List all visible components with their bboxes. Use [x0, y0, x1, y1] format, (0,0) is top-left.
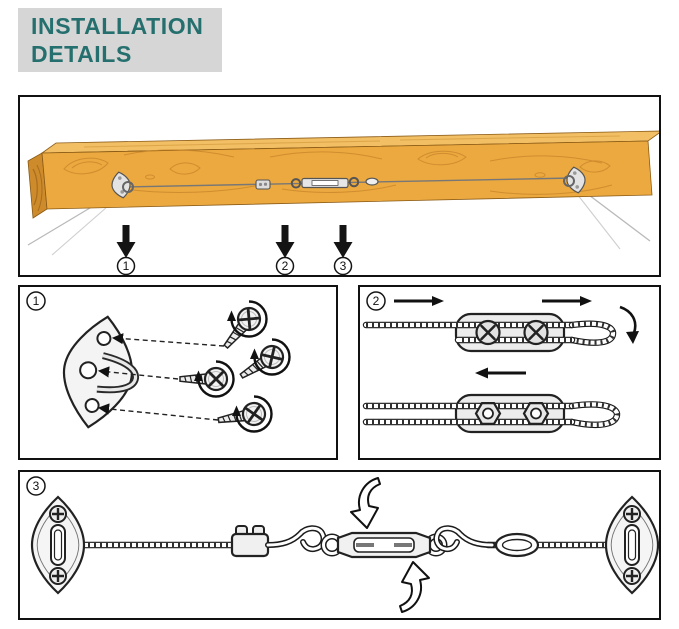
step-1-panel: 1 — [18, 285, 338, 460]
rotate-arrow-down — [399, 561, 430, 613]
step-1-badge: 1 — [116, 256, 136, 275]
step-3-badge: 3 — [333, 256, 353, 275]
clip-nut — [474, 402, 502, 425]
hook-icon — [433, 525, 495, 553]
screw-icon — [623, 567, 641, 585]
svg-text:3: 3 — [33, 479, 40, 493]
title-banner: INSTALLATION DETAILS — [18, 8, 222, 72]
clip-bolt — [523, 319, 549, 346]
down-arrow-3 — [333, 225, 353, 258]
wood-grain — [32, 135, 621, 212]
screw-icon — [234, 340, 289, 387]
bottom-screw-hole — [84, 397, 100, 413]
wood-beam — [27, 130, 659, 219]
duplex-clip-top — [366, 312, 613, 353]
overview-illustration: 1 2 3 — [27, 130, 659, 275]
right-pad-eye-plate — [604, 495, 659, 595]
page-title-line-1: INSTALLATION — [31, 12, 204, 39]
step-2-badge: 2 — [275, 256, 295, 275]
screw-icon — [49, 567, 67, 585]
down-arrow-1 — [116, 225, 136, 258]
left-pad-eye — [111, 171, 134, 199]
pad-eye-plate — [62, 315, 139, 429]
svg-text:2: 2 — [282, 259, 289, 273]
turnbuckle — [320, 531, 448, 559]
hook-icon — [265, 525, 327, 553]
svg-text:3: 3 — [340, 259, 347, 273]
left-pad-eye-plate — [30, 495, 86, 595]
right-pad-eye — [563, 166, 586, 194]
turnbuckle — [290, 176, 360, 189]
svg-text:2: 2 — [373, 294, 380, 308]
wire-clip-illustration: 2 — [360, 291, 639, 434]
clip-nut — [522, 402, 550, 425]
svg-text:1: 1 — [33, 294, 40, 308]
screw-icon — [178, 366, 229, 392]
step-3-panel: 3 — [18, 470, 661, 620]
center-slot — [624, 524, 640, 566]
panel-2-label: 2 — [366, 291, 386, 311]
wire-clip — [255, 179, 271, 190]
ferrule — [365, 177, 379, 186]
screw-icon — [49, 505, 67, 523]
panel-3-label: 3 — [26, 476, 46, 496]
panel-1-label: 1 — [26, 291, 46, 311]
duplex-clip-bottom — [366, 393, 617, 434]
ferrule — [494, 532, 540, 558]
page-title-line-2: DETAILS — [31, 41, 132, 67]
full-assembly-illustration: 3 — [26, 476, 659, 613]
d-ring — [96, 352, 139, 394]
down-arrow-2 — [275, 225, 295, 258]
svg-text:1: 1 — [123, 259, 130, 273]
rotate-arrow-up — [350, 477, 381, 529]
overview-panel: 1 2 3 — [18, 95, 661, 277]
guide-line-bottom — [97, 403, 219, 421]
step-2-panel: 2 — [358, 285, 661, 460]
guide-line-top — [111, 333, 225, 347]
center-slot — [50, 524, 66, 566]
wire-clip-sleeve — [230, 525, 270, 558]
clip-bolt — [475, 319, 501, 346]
center-hole — [79, 361, 98, 380]
thread-direction-arrows — [394, 296, 639, 379]
top-screw-hole — [96, 331, 112, 347]
screw-icon — [216, 302, 266, 356]
guide-line-middle — [97, 366, 179, 380]
screw-icon — [623, 505, 641, 523]
pad-eye-screw-illustration: 1 — [26, 291, 291, 433]
